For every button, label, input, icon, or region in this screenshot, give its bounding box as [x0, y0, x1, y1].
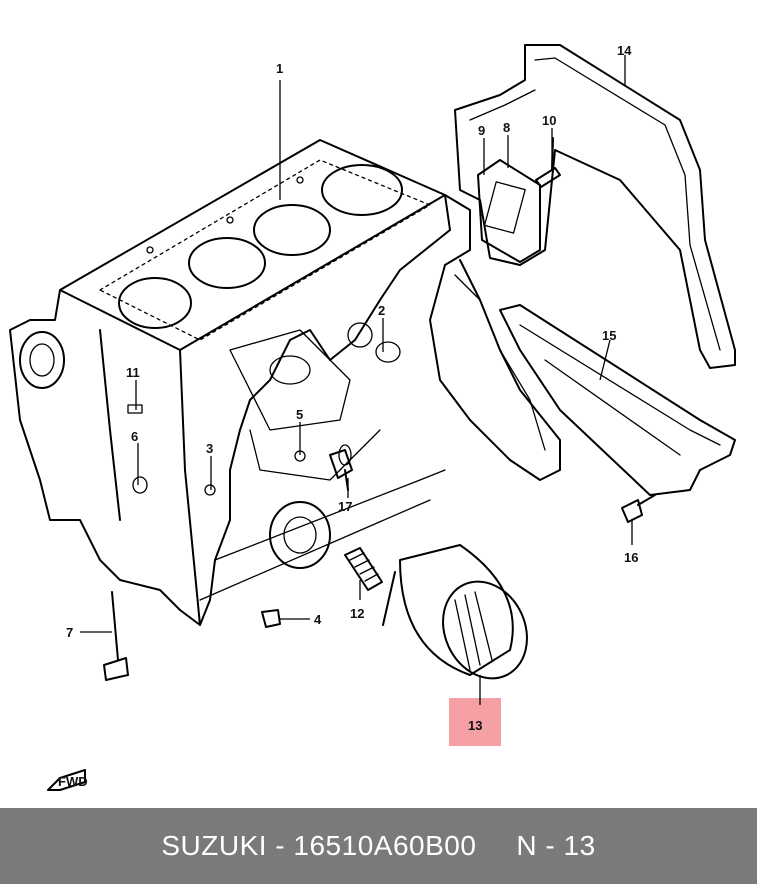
bolt-16 [621, 494, 656, 523]
oil-filter-13 [382, 544, 528, 680]
callout-6: 6 [131, 429, 138, 444]
footer-bar: SUZUKI - 16510A60B00 N - 13 [0, 808, 757, 884]
parts-diagram: FWD 1 2 3 4 5 6 7 8 9 10 11 12 13 14 15 … [9, 43, 736, 791]
footer-ref: N - 13 [516, 830, 596, 861]
engine-block [9, 139, 451, 626]
leader-lines [80, 55, 633, 705]
callout-3: 3 [206, 441, 213, 456]
gasket-14 [454, 44, 736, 369]
stud-12 [344, 547, 383, 591]
callout-16: 16 [624, 550, 638, 565]
callout-2: 2 [378, 303, 385, 318]
callout-9: 9 [478, 123, 485, 138]
cover-plate [477, 159, 541, 263]
sensor-17 [329, 449, 353, 491]
callout-10: 10 [542, 113, 556, 128]
footer-brand-part: SUZUKI - 16510A60B00 [161, 830, 477, 861]
drain-plug-7 [103, 591, 129, 681]
bolt-10 [535, 137, 561, 188]
callout-7: 7 [66, 625, 73, 640]
callout-5: 5 [296, 407, 303, 422]
callout-14: 14 [617, 43, 632, 58]
callout-8: 8 [503, 120, 510, 135]
callout-1: 1 [276, 61, 283, 76]
baffle-15 [499, 304, 736, 496]
fwd-marker: FWD [47, 769, 88, 791]
nut-4 [261, 609, 281, 628]
callout-17: 17 [338, 499, 352, 514]
fwd-label: FWD [58, 774, 88, 789]
rear-housing [429, 194, 561, 481]
callout-11: 11 [126, 365, 140, 380]
callout-12: 12 [350, 606, 364, 621]
callout-4: 4 [314, 612, 322, 627]
callout-15: 15 [602, 328, 616, 343]
highlight-box [449, 698, 501, 746]
callout-13: 13 [468, 718, 482, 733]
